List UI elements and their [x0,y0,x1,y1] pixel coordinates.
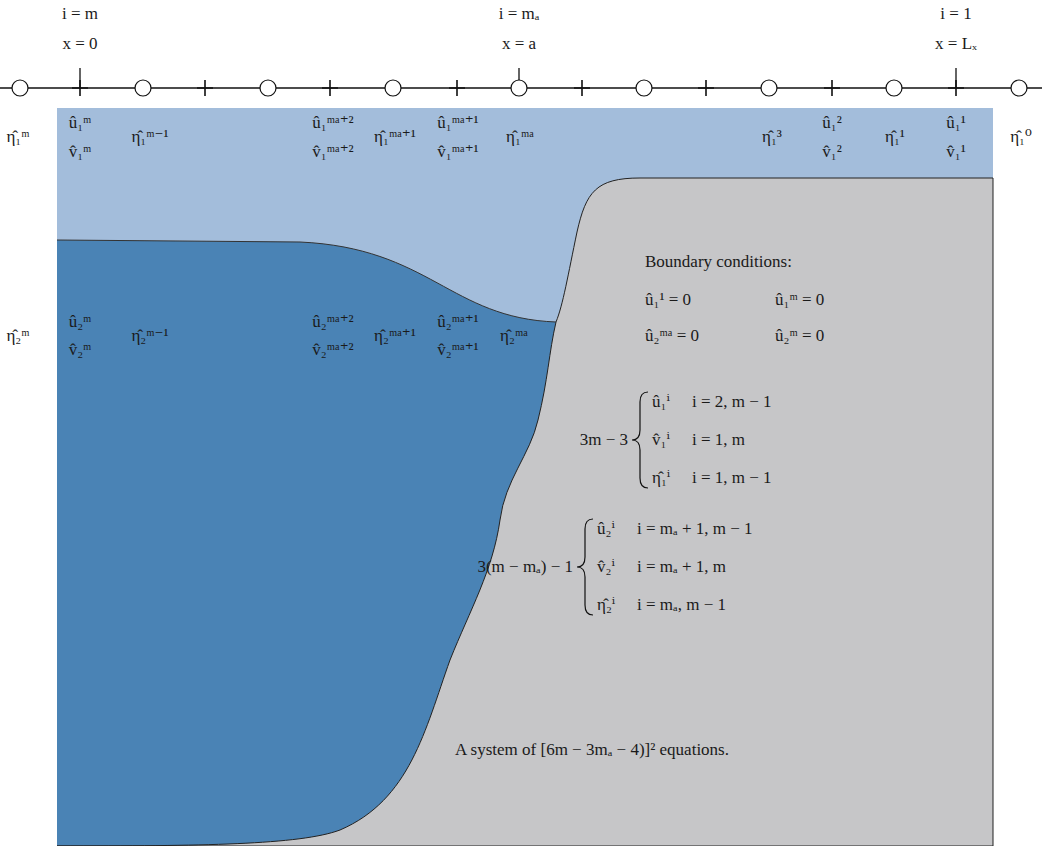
boundary-condition: û₁ᵐ = 0 [775,291,824,310]
unknown-count: 3m − 3 [580,431,628,450]
variable-label: v̂₁ᵐᵃ⁺² [312,143,353,162]
upper-layer [57,108,993,846]
variable-label: η̂₁ᵐᵃ [506,128,534,147]
index-label: i = m [62,5,98,24]
unknown-variable: η̂₂ⁱ [597,596,615,615]
note-heading: Boundary conditions: [645,253,792,272]
variable-label: û₁² [822,114,842,133]
unknown-variable: v̂₁ⁱ [652,431,670,450]
index-label: i = mₐ [499,5,540,24]
index-range: i = mₐ, m − 1 [637,596,726,615]
boundary-condition: û₂ᵐᵃ = 0 [645,327,699,346]
system-size-note: A system of [6m − 3mₐ − 4)]² equations. [455,741,729,760]
unknown-variable: v̂₂ⁱ [597,558,615,577]
boundary-condition: û₁¹ = 0 [645,291,691,310]
index-range: i = 2, m − 1 [692,393,772,412]
variable-label: η̂₂ᵐ [6,327,29,346]
topography [57,178,993,846]
variable-label: v̂₁ᵐᵃ⁺¹ [437,143,478,162]
variable-label: û₁ᵐ [69,114,92,133]
unknown-variable: û₂ⁱ [597,520,615,539]
coordinate-label: x = Lₓ [935,35,977,54]
unknown-count: 3(m − mₐ) − 1 [477,558,573,577]
variable-label: η̂₁⁰ [1010,128,1032,147]
variable-label: û₂ᵐ [69,313,92,332]
variable-label: η̂₁ᵐ [6,128,29,147]
variable-label: v̂₁¹ [946,143,966,162]
variable-label: v̂₁² [822,143,842,162]
index-range: i = mₐ + 1, m [637,558,726,577]
interface-line [57,240,556,322]
boundary-condition: û₂ᵐ = 0 [775,327,824,346]
variable-label: η̂₂ᵐᵃ⁺¹ [374,327,416,346]
variable-label: v̂₂ᵐ [69,341,92,360]
variable-label: û₂ᵐᵃ⁺² [312,313,353,332]
variable-label: v̂₂ᵐᵃ⁺² [312,341,353,360]
variable-label: η̂₁ᵐ⁻¹ [131,128,168,147]
variable-label: η̂₂ᵐ⁻¹ [131,327,168,346]
unknown-variable: η̂₁ⁱ [652,469,670,488]
variable-label: v̂₁ᵐ [69,143,92,162]
coordinate-label: x = a [502,35,536,54]
variable-label: û₁ᵐᵃ⁺² [312,114,353,133]
index-range: i = mₐ + 1, m − 1 [637,520,753,539]
velocity-grid-points [72,80,964,96]
variable-label: η̂₂ᵐᵃ [500,327,528,346]
curly-braces [577,392,648,615]
variable-label: η̂₁¹ [885,128,905,147]
variable-label: û₂ᵐᵃ⁺¹ [437,313,478,332]
unknown-variable: û₁ⁱ [652,393,670,412]
index-range: i = 1, m − 1 [692,469,772,488]
coordinate-label: x = 0 [62,35,97,54]
index-label: i = 1 [940,5,971,24]
variable-label: η̂₁³ [762,128,782,147]
eta-grid-points [12,80,1027,96]
index-range: i = 1, m [692,431,745,450]
variable-label: v̂₂ᵐᵃ⁺¹ [437,341,478,360]
variable-label: û₁ᵐᵃ⁺¹ [437,114,478,133]
variable-label: û₁¹ [946,114,966,133]
variable-label: η̂₁ᵐᵃ⁺¹ [374,128,416,147]
